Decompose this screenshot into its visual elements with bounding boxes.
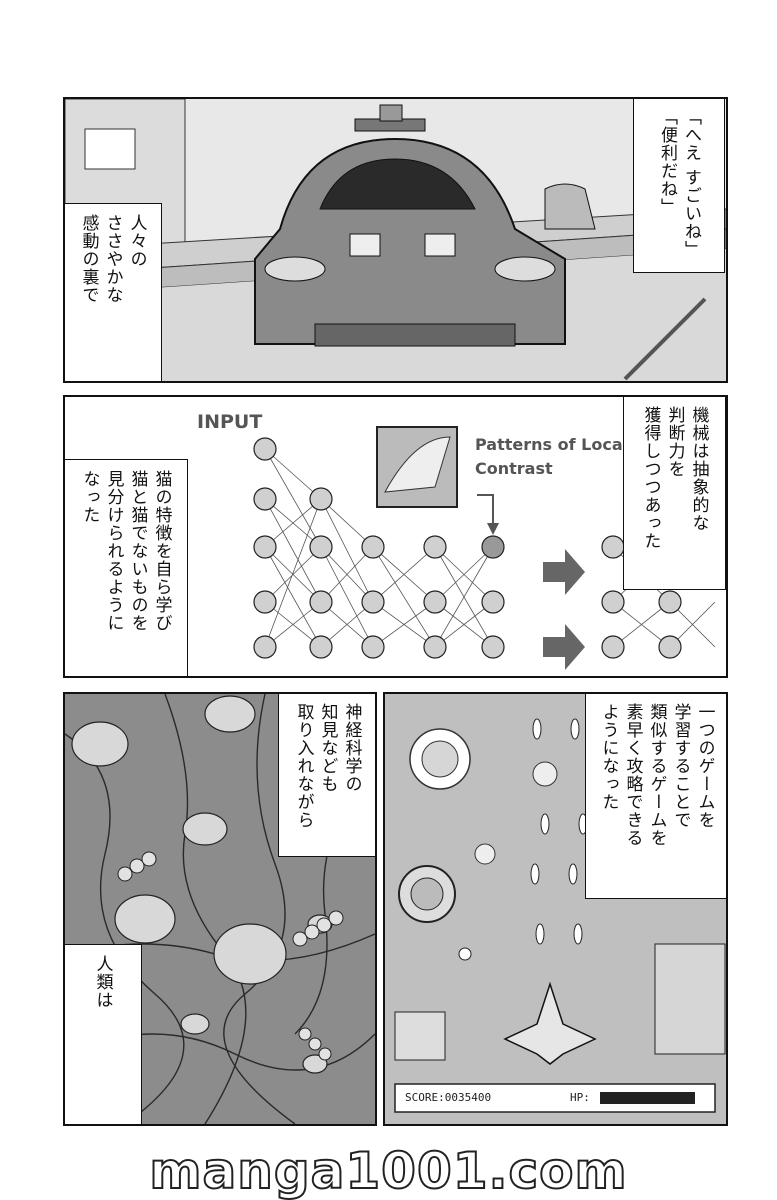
neural-network-diagram xyxy=(253,426,716,670)
caption-line: 「便利だね」 xyxy=(657,108,677,216)
panel-car: 「へえ すごいね」 「便利だね」 人々の ささやかな 感動の裏で xyxy=(63,97,728,383)
caption-line: 見分けられるように xyxy=(103,470,124,632)
caption-line: 取り入れながら xyxy=(293,703,314,829)
hp-label: HP: xyxy=(570,1091,590,1104)
car-illustration xyxy=(65,99,726,381)
caption-line: 一つのゲームを xyxy=(694,703,715,829)
caption-line: 猫の特徴を自ら学び xyxy=(151,470,172,632)
caption-line: 知見なども xyxy=(317,703,338,793)
caption-car-left: 人々の ささやかな 感動の裏で xyxy=(65,203,162,381)
caption-neurons-top: 神経科学の 知見なども 取り入れながら xyxy=(278,694,375,857)
caption-net-left: 猫の特徴を自ら学び 猫と猫でないものを 見分けられるように なった xyxy=(65,459,188,676)
caption-line: なった xyxy=(79,470,100,524)
score-label: SCORE:0035400 xyxy=(405,1091,492,1104)
patterns-label-line1: Patterns of Loca xyxy=(475,435,623,454)
caption-net-right: 機械は抽象的な 判断力を 獲得しつつあった xyxy=(623,397,726,590)
input-label: INPUT xyxy=(197,411,263,433)
watermark: manga1001.com xyxy=(148,1141,628,1200)
caption-game: 一つのゲームを 学習することで 類似するゲームを 素早く攻略できる ようになった xyxy=(585,694,726,899)
panel-neural-network: INPUT Patterns of Loca Contrast 猫の特徴を自ら学… xyxy=(63,395,728,678)
caption-line: ささやかな xyxy=(102,214,123,304)
caption-line: 「へえ すごいね」 xyxy=(681,108,701,259)
caption-line: 感動の裏で xyxy=(78,214,99,304)
caption-line: 猫と猫でないものを xyxy=(127,470,148,632)
caption-line: ようになった xyxy=(598,703,619,811)
caption-line: 判断力を xyxy=(664,406,685,478)
caption-line: 類似するゲームを xyxy=(646,703,667,847)
panel-neurons: 神経科学の 知見なども 取り入れながら 人類は xyxy=(63,692,377,1126)
caption-line: 学習することで xyxy=(670,703,691,829)
caption-line: 獲得しつつあった xyxy=(640,406,661,550)
caption-line: 機械は抽象的な xyxy=(688,406,709,532)
caption-neurons-bottom: 人類は xyxy=(65,944,142,1124)
caption-line: 素早く攻略できる xyxy=(622,703,643,847)
patterns-label-line2: Contrast xyxy=(475,459,553,478)
caption-line: 神経科学の xyxy=(341,703,362,793)
caption-line: 人々の xyxy=(126,214,147,268)
caption-car-right: 「へえ すごいね」 「便利だね」 xyxy=(633,99,725,273)
panel-game: SCORE:0035400 HP: 一つのゲームを 学習することで 類似するゲー… xyxy=(383,692,728,1126)
caption-line: 人類は xyxy=(92,955,113,1009)
